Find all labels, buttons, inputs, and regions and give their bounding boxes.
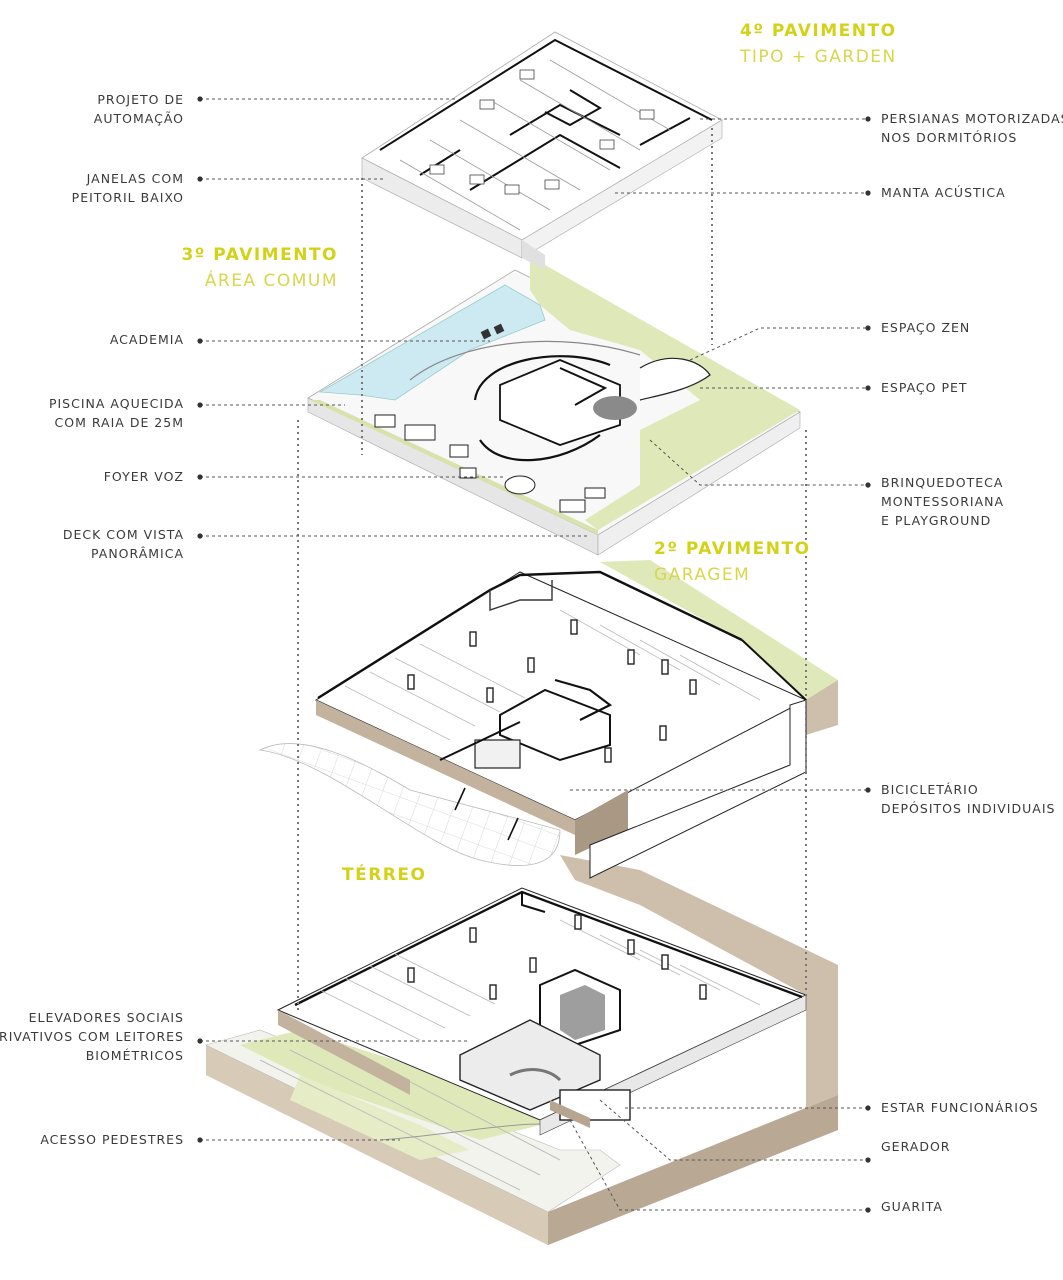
label-academia: ACADEMIA — [110, 330, 184, 349]
floor-name: 3º PAVIMENTO — [181, 245, 338, 265]
label-manta-acustica: MANTA ACÚSTICA — [881, 183, 1006, 202]
label-line: BRINQUEDOTECA — [881, 475, 1004, 490]
fourth-floor-block — [361, 31, 723, 270]
second-floor-block — [258, 560, 838, 879]
floor-title-3: 3º PAVIMENTO ÁREA COMUM — [181, 242, 338, 294]
floor-title-terreo: TÉRREO — [342, 862, 426, 888]
label-line: GUARITA — [881, 1199, 943, 1214]
label-line: NOS DORMITÓRIOS — [881, 130, 1018, 145]
ground-floor-block — [205, 855, 838, 1245]
label-line: AUTOMAÇÃO — [93, 111, 184, 126]
alignment-lines — [297, 128, 807, 1010]
label-line: JANELAS COM — [86, 171, 184, 186]
label-acesso-pedestres: ACESSO PEDESTRES — [40, 1130, 184, 1149]
leader-dots — [197, 96, 871, 1213]
floor-name: 4º PAVIMENTO — [740, 21, 897, 41]
label-line: FOYER VOZ — [103, 469, 184, 484]
third-floor-block — [307, 262, 801, 556]
label-line: ESPAÇO ZEN — [881, 320, 971, 335]
label-line: E PLAYGROUND — [881, 513, 992, 528]
floor-subtitle: TIPO + GARDEN — [740, 47, 897, 67]
label-line: PANORÂMICA — [91, 546, 184, 561]
leader-lines — [200, 98, 868, 1211]
label-line: PERSIANAS MOTORIZADAS — [881, 111, 1063, 126]
floor-subtitle: ÁREA COMUM — [204, 271, 338, 291]
lawn — [530, 262, 800, 530]
label-line: ACADEMIA — [109, 332, 184, 347]
label-janelas: JANELAS COM PEITORIL BAIXO — [72, 169, 184, 207]
floor-title-4: 4º PAVIMENTO TIPO + GARDEN — [740, 18, 897, 70]
label-line: ACESSO PEDESTRES — [40, 1132, 184, 1147]
label-line: MANTA ACÚSTICA — [881, 185, 1006, 200]
floor-title-2: 2º PAVIMENTO GARAGEM — [654, 536, 811, 588]
label-line: PRIVATIVOS COM LEITORES — [0, 1029, 184, 1044]
label-estar-funcionarios: ESTAR FUNCIONÁRIOS — [881, 1098, 1039, 1117]
label-automacao: PROJETO DE AUTOMAÇÃO — [94, 90, 184, 128]
label-piscina: PISCINA AQUECIDA COM RAIA DE 25M — [49, 394, 184, 432]
label-guarita: GUARITA — [881, 1197, 943, 1216]
label-bicicletario: BICICLETÁRIO DEPÓSITOS INDIVIDUAIS — [881, 780, 1055, 818]
label-line: ESPAÇO PET — [881, 380, 968, 395]
floor-name: 2º PAVIMENTO — [654, 539, 811, 559]
label-line: GERADOR — [881, 1139, 951, 1154]
label-espaco-pet: ESPAÇO PET — [881, 378, 968, 397]
label-persianas: PERSIANAS MOTORIZADAS NOS DORMITÓRIOS — [881, 109, 1063, 147]
label-deck: DECK COM VISTA PANORÂMICA — [63, 525, 184, 563]
label-line: ELEVADORES SOCIAIS — [28, 1010, 184, 1025]
label-brinquedoteca: BRINQUEDOTECA MONTESSORIANA E PLAYGROUND — [881, 473, 1004, 530]
label-espaco-zen: ESPAÇO ZEN — [881, 318, 970, 337]
label-line: COM RAIA DE 25M — [54, 415, 184, 430]
pool — [318, 284, 546, 401]
label-line: PISCINA AQUECIDA — [48, 396, 184, 411]
label-gerador: GERADOR — [881, 1137, 950, 1156]
label-elevadores: ELEVADORES SOCIAIS PRIVATIVOS COM LEITOR… — [0, 1008, 184, 1065]
label-line: ESTAR FUNCIONÁRIOS — [881, 1100, 1039, 1115]
floor-subtitle: GARAGEM — [654, 565, 751, 585]
label-line: PROJETO DE — [97, 92, 184, 107]
label-line: BIOMÉTRICOS — [85, 1048, 184, 1063]
label-foyer: FOYER VOZ — [104, 467, 184, 486]
label-line: DEPÓSITOS INDIVIDUAIS — [881, 801, 1056, 816]
lawn — [600, 560, 838, 705]
label-line: BICICLETÁRIO — [881, 782, 979, 797]
label-line: DECK COM VISTA — [62, 527, 184, 542]
label-line: PEITORIL BAIXO — [71, 190, 184, 205]
label-line: MONTESSORIANA — [881, 494, 1005, 509]
floor-name: TÉRREO — [342, 865, 427, 885]
